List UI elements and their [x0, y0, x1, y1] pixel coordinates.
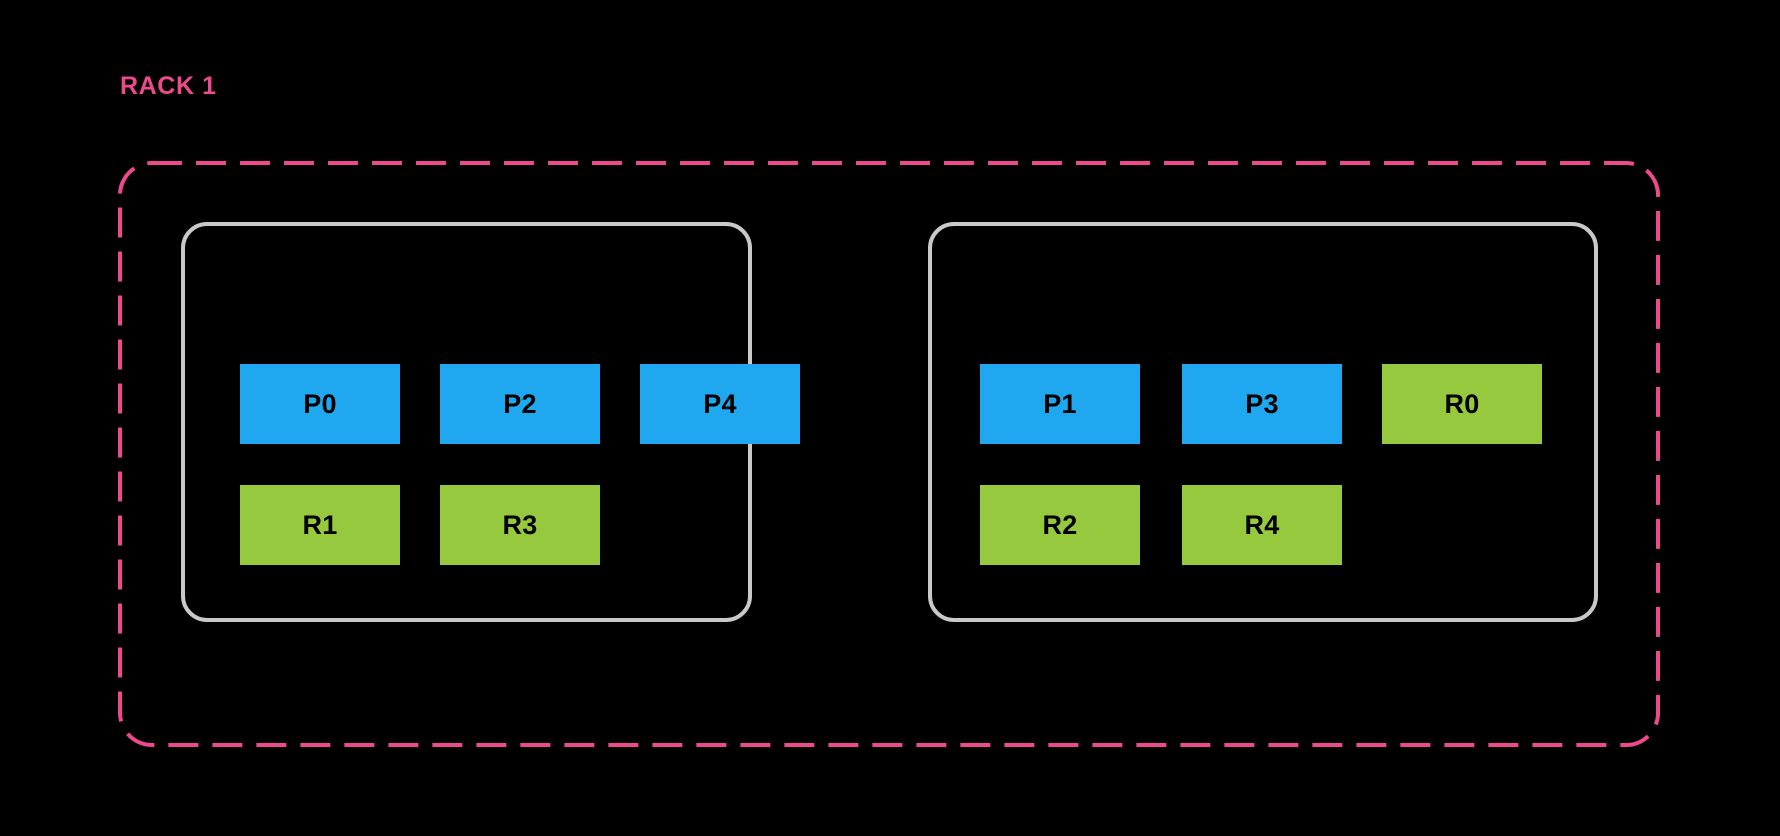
unit-box-p0: P0	[240, 364, 400, 444]
unit-box-r0: R0	[1382, 364, 1542, 444]
unit-box-r3: R3	[440, 485, 600, 565]
unit-box-p4: P4	[640, 364, 800, 444]
unit-box-r4: R4	[1182, 485, 1342, 565]
unit-box-p1: P1	[980, 364, 1140, 444]
unit-box-r1: R1	[240, 485, 400, 565]
unit-box-p2: P2	[440, 364, 600, 444]
unit-box-r2: R2	[980, 485, 1140, 565]
rack-label: RACK 1	[120, 72, 217, 100]
node-right	[928, 222, 1598, 622]
unit-box-p3: P3	[1182, 364, 1342, 444]
